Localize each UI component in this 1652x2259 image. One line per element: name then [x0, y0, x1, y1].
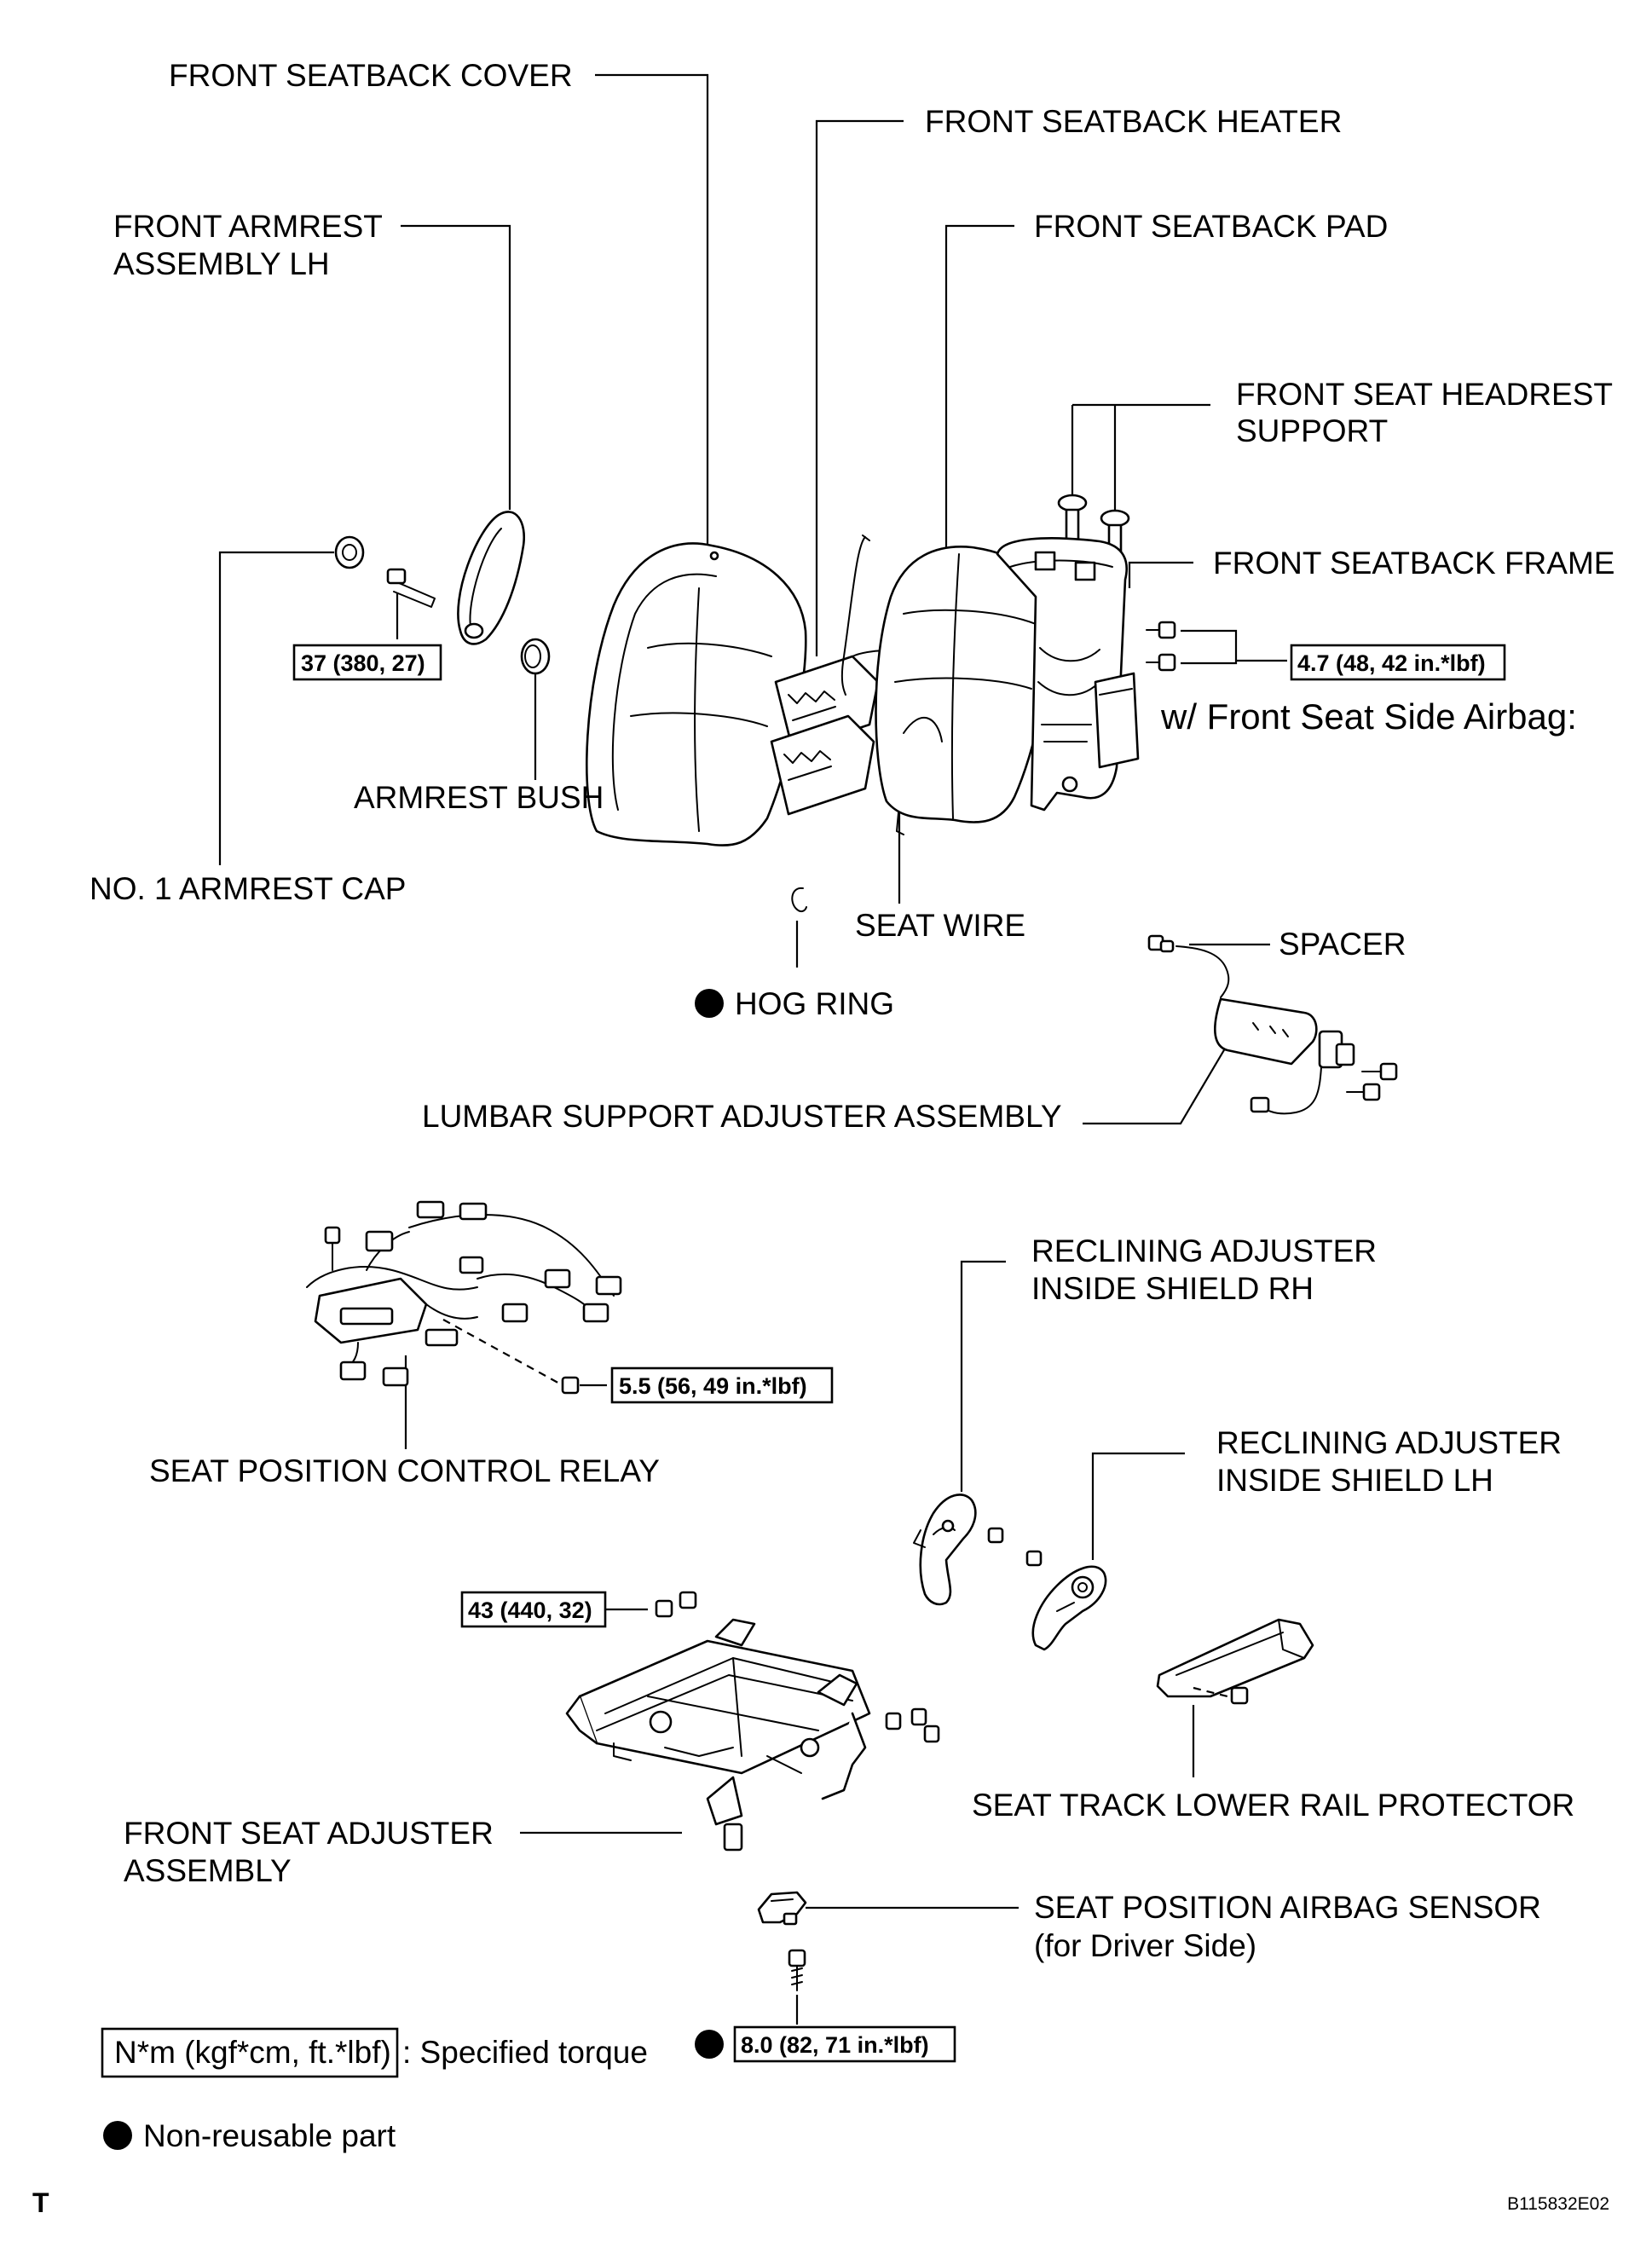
legend-nonreusable-text: Non-reusable part: [143, 2118, 396, 2153]
reclining-shield-rh-part: [913, 1493, 1004, 1606]
label-reclining-lh-line1: RECLINING ADJUSTER: [1216, 1425, 1562, 1460]
armrest-bush-part: [520, 638, 551, 675]
label-side-airbag-note: w/ Front Seat Side Airbag:: [1160, 696, 1577, 737]
armrest-cap-part: [334, 535, 365, 569]
part-labels: FRONT SEATBACK COVER FRONT SEATBACK HEAT…: [90, 58, 1614, 1963]
legend: N*m (kgf*cm, ft.*lbf) : Specified torque…: [101, 2027, 648, 2153]
label-no1-armrest-cap: NO. 1 ARMREST CAP: [90, 871, 406, 906]
headrest-support-part: [1057, 494, 1130, 554]
seatback-frame-part: [996, 537, 1140, 812]
hog-ring-part: [791, 887, 807, 913]
label-seat-wire: SEAT WIRE: [855, 908, 1025, 943]
label-lower-rail-protector: SEAT TRACK LOWER RAIL PROTECTOR: [972, 1788, 1574, 1823]
torque-sensor-bolt: 8.0 (82, 71 in.*lbf): [741, 2032, 929, 2058]
legend-torque-desc: : Specified torque: [402, 2035, 648, 2070]
label-front-seatback-heater: FRONT SEATBACK HEATER: [925, 104, 1342, 139]
label-reclining-rh-line1: RECLINING ADJUSTER: [1031, 1233, 1377, 1268]
lower-rail-protector-part: [1156, 1618, 1314, 1705]
label-front-seatback-cover: FRONT SEATBACK COVER: [169, 58, 573, 93]
label-armrest-bush: ARMREST BUSH: [354, 780, 604, 815]
front-armrest-part: [457, 511, 526, 645]
footer: T B115832E02: [32, 2187, 1609, 2218]
torque-box-relay: 5.5 (56, 49 in.*lbf): [610, 1366, 834, 1404]
corner-mark: T: [32, 2187, 49, 2218]
front-seat-adjuster-part: [565, 1618, 940, 1852]
label-front-seat-adjuster-line1: FRONT SEAT ADJUSTER: [124, 1816, 494, 1851]
nonreusable-dot-sensor: [695, 2030, 724, 2059]
label-reclining-rh-line2: INSIDE SHIELD RH: [1031, 1271, 1314, 1306]
legend-torque-box: [101, 2027, 399, 2078]
nonreusable-dot-hog-ring: [695, 989, 724, 1018]
torque-box-seatback-frame: 4.7 (48, 42 in.*lbf): [1290, 644, 1506, 681]
lumbar-bolts: [1346, 1062, 1398, 1101]
spacer-part: [1147, 934, 1175, 953]
label-front-seat-adjuster-line2: ASSEMBLY: [124, 1853, 292, 1888]
sensor-bolt-part: [788, 1949, 806, 1991]
torque-adjuster-bolt: 43 (440, 32): [468, 1597, 592, 1623]
label-lumbar-support: LUMBAR SUPPORT ADJUSTER ASSEMBLY: [422, 1099, 1062, 1134]
legend-torque-unit: N*m (kgf*cm, ft.*lbf): [114, 2035, 391, 2070]
label-hog-ring: HOG RING: [735, 986, 894, 1021]
torque-box-adjuster: 43 (440, 32): [460, 1591, 607, 1628]
seatback-heater-part: [770, 655, 880, 816]
torque-armrest-bolt: 37 (380, 27): [301, 650, 425, 676]
legend-nonreusable-dot: [103, 2121, 132, 2150]
torque-specs: 37 (380, 27) 4.7 (48, 42 in.*lbf) 5.5 (5…: [292, 644, 1506, 2063]
seatback-cover-part: [586, 542, 807, 846]
label-airbag-sensor-line2: (for Driver Side): [1034, 1928, 1256, 1963]
lumbar-support-part: [1147, 934, 1398, 1115]
label-spacer: SPACER: [1279, 927, 1406, 962]
adjuster-bolts-top: [655, 1591, 697, 1618]
leader-lines: [218, 73, 1287, 2025]
label-front-armrest-line1: FRONT ARMREST: [113, 209, 383, 244]
seat-position-relay-part: [306, 1200, 622, 1395]
airbag-sensor-part: [757, 1891, 807, 1926]
seatback-frame-bolts: [1146, 621, 1176, 672]
figure-id: B115832E02: [1507, 2194, 1609, 2214]
label-airbag-sensor-line1: SEAT POSITION AIRBAG SENSOR: [1034, 1890, 1541, 1925]
label-front-seatback-frame: FRONT SEATBACK FRAME: [1213, 546, 1614, 581]
armrest-bolt-part: [386, 568, 436, 608]
label-reclining-lh-line2: INSIDE SHIELD LH: [1216, 1463, 1493, 1498]
label-headrest-support-line1: FRONT SEAT HEADREST: [1236, 377, 1613, 412]
seatback-pad-part: [875, 546, 1052, 823]
torque-box-sensor: 8.0 (82, 71 in.*lbf): [695, 2025, 956, 2063]
torque-box-armrest: 37 (380, 27): [292, 644, 442, 681]
label-front-armrest-line2: ASSEMBLY LH: [113, 246, 330, 281]
torque-relay-bolt: 5.5 (56, 49 in.*lbf): [619, 1373, 807, 1399]
reclining-shield-lh-part: [1025, 1550, 1107, 1651]
label-front-seatback-pad: FRONT SEATBACK PAD: [1034, 209, 1388, 244]
torque-seatback-frame-bolt: 4.7 (48, 42 in.*lbf): [1297, 650, 1486, 676]
label-headrest-support-line2: SUPPORT: [1236, 413, 1388, 448]
label-seat-position-relay: SEAT POSITION CONTROL RELAY: [149, 1453, 660, 1488]
